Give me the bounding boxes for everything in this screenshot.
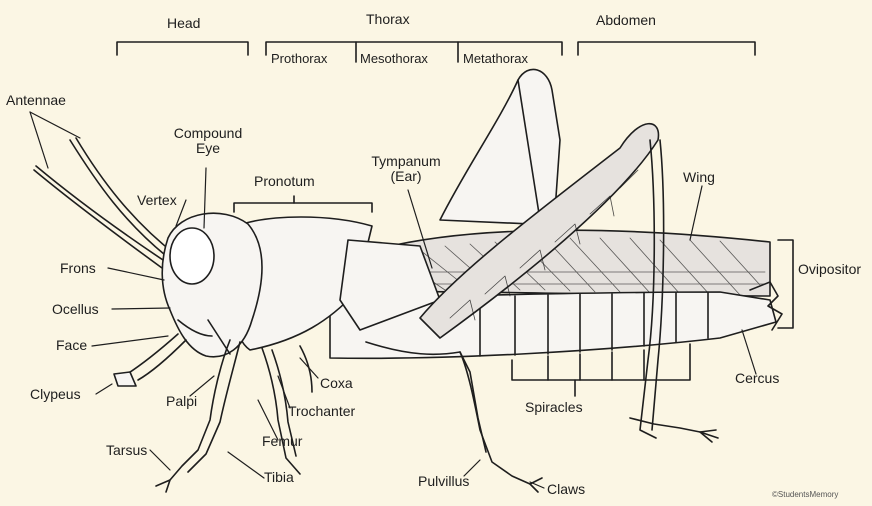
label-face: Face [56, 338, 87, 353]
label-prothorax: Prothorax [271, 51, 327, 66]
label-spiracles: Spiracles [525, 400, 583, 415]
label-palpi: Palpi [166, 394, 197, 409]
label-ovipositor: Ovipositor [798, 262, 861, 277]
label-ocellus: Ocellus [52, 302, 99, 317]
label-trochanter: Trochanter [288, 404, 355, 419]
label-abdomen: Abdomen [596, 13, 656, 28]
label-frons: Frons [60, 261, 96, 276]
label-tympanum: Tympanum (Ear) [356, 154, 456, 184]
label-antennae: Antennae [6, 93, 66, 108]
label-tympanum-line2: (Ear) [356, 169, 456, 184]
label-head: Head [167, 16, 200, 31]
head-bracket [117, 42, 248, 55]
label-pulvillus: Pulvillus [418, 474, 469, 489]
credit-text: ©StudentsMemory [772, 490, 838, 499]
label-pronotum: Pronotum [254, 174, 315, 189]
label-metathorax: Metathorax [463, 51, 528, 66]
label-coxa: Coxa [320, 376, 353, 391]
ovipositor-bracket [778, 240, 793, 328]
label-tarsus: Tarsus [106, 443, 147, 458]
abdomen-bracket [578, 42, 755, 55]
label-compound-eye: Compound Eye [168, 126, 248, 156]
label-claws: Claws [547, 482, 585, 497]
compound-eye [170, 228, 214, 284]
label-compound-eye-line1: Compound [168, 126, 248, 141]
label-tibia: Tibia [264, 470, 294, 485]
label-compound-eye-line2: Eye [168, 141, 248, 156]
label-thorax: Thorax [366, 12, 410, 27]
label-vertex: Vertex [137, 193, 177, 208]
label-tympanum-line1: Tympanum [356, 154, 456, 169]
label-mesothorax: Mesothorax [360, 51, 428, 66]
label-clypeus: Clypeus [30, 387, 81, 402]
label-femur: Femur [262, 434, 302, 449]
raised-hind-leg [440, 69, 560, 225]
pronotum-bracket [234, 203, 372, 212]
label-cercus: Cercus [735, 371, 779, 386]
antenna-front [34, 170, 162, 268]
label-wing: Wing [683, 170, 715, 185]
